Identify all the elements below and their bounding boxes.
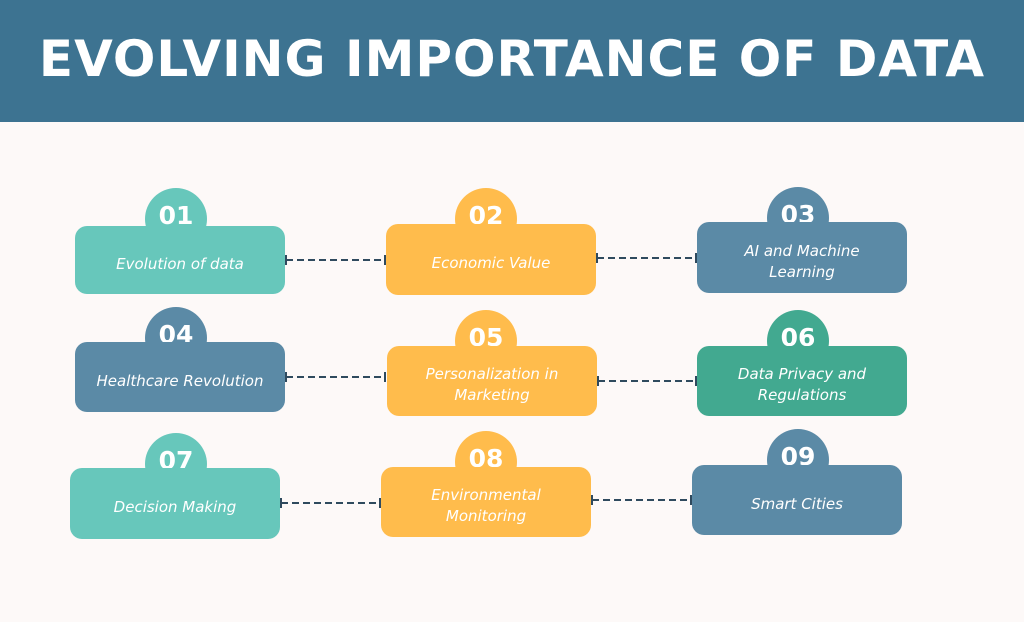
card-environmental-monitoring: Environmental Monitoring bbox=[381, 467, 591, 537]
card-data-privacy-and-regulations: Data Privacy and Regulations bbox=[697, 346, 907, 416]
card-decision-making: Decision Making bbox=[70, 468, 280, 539]
card-label: Personalization in Marketing bbox=[425, 365, 559, 404]
card-label: Economic Value bbox=[431, 254, 551, 272]
card-label: Evolution of data bbox=[116, 254, 244, 273]
card-label: Environmental Monitoring bbox=[431, 486, 541, 525]
card-ai-and-machine-learning: AI and Machine Learning bbox=[697, 222, 907, 293]
card-evolution-of-data: Evolution of data bbox=[75, 226, 285, 294]
card-label: Smart Cities bbox=[751, 494, 843, 513]
badge-number: 01 bbox=[158, 201, 194, 230]
header-banner: EVOLVING IMPORTANCE OF DATA bbox=[0, 0, 1024, 122]
card-personalization-in-marketing: Personalization in Marketing bbox=[387, 346, 597, 416]
card-label: AI and Machine Learning bbox=[744, 241, 860, 281]
card-healthcare-revolution: Healthcare Revolution bbox=[75, 342, 285, 412]
card-label: Healthcare Revolution bbox=[96, 371, 264, 390]
page-title: EVOLVING IMPORTANCE OF DATA bbox=[38, 30, 986, 88]
card-label: Decision Making bbox=[113, 498, 237, 516]
card-smart-cities: Smart Cities bbox=[692, 465, 902, 535]
card-economic-value: Economic Value bbox=[386, 224, 596, 295]
card-label: Data Privacy and Regulations bbox=[737, 365, 867, 404]
